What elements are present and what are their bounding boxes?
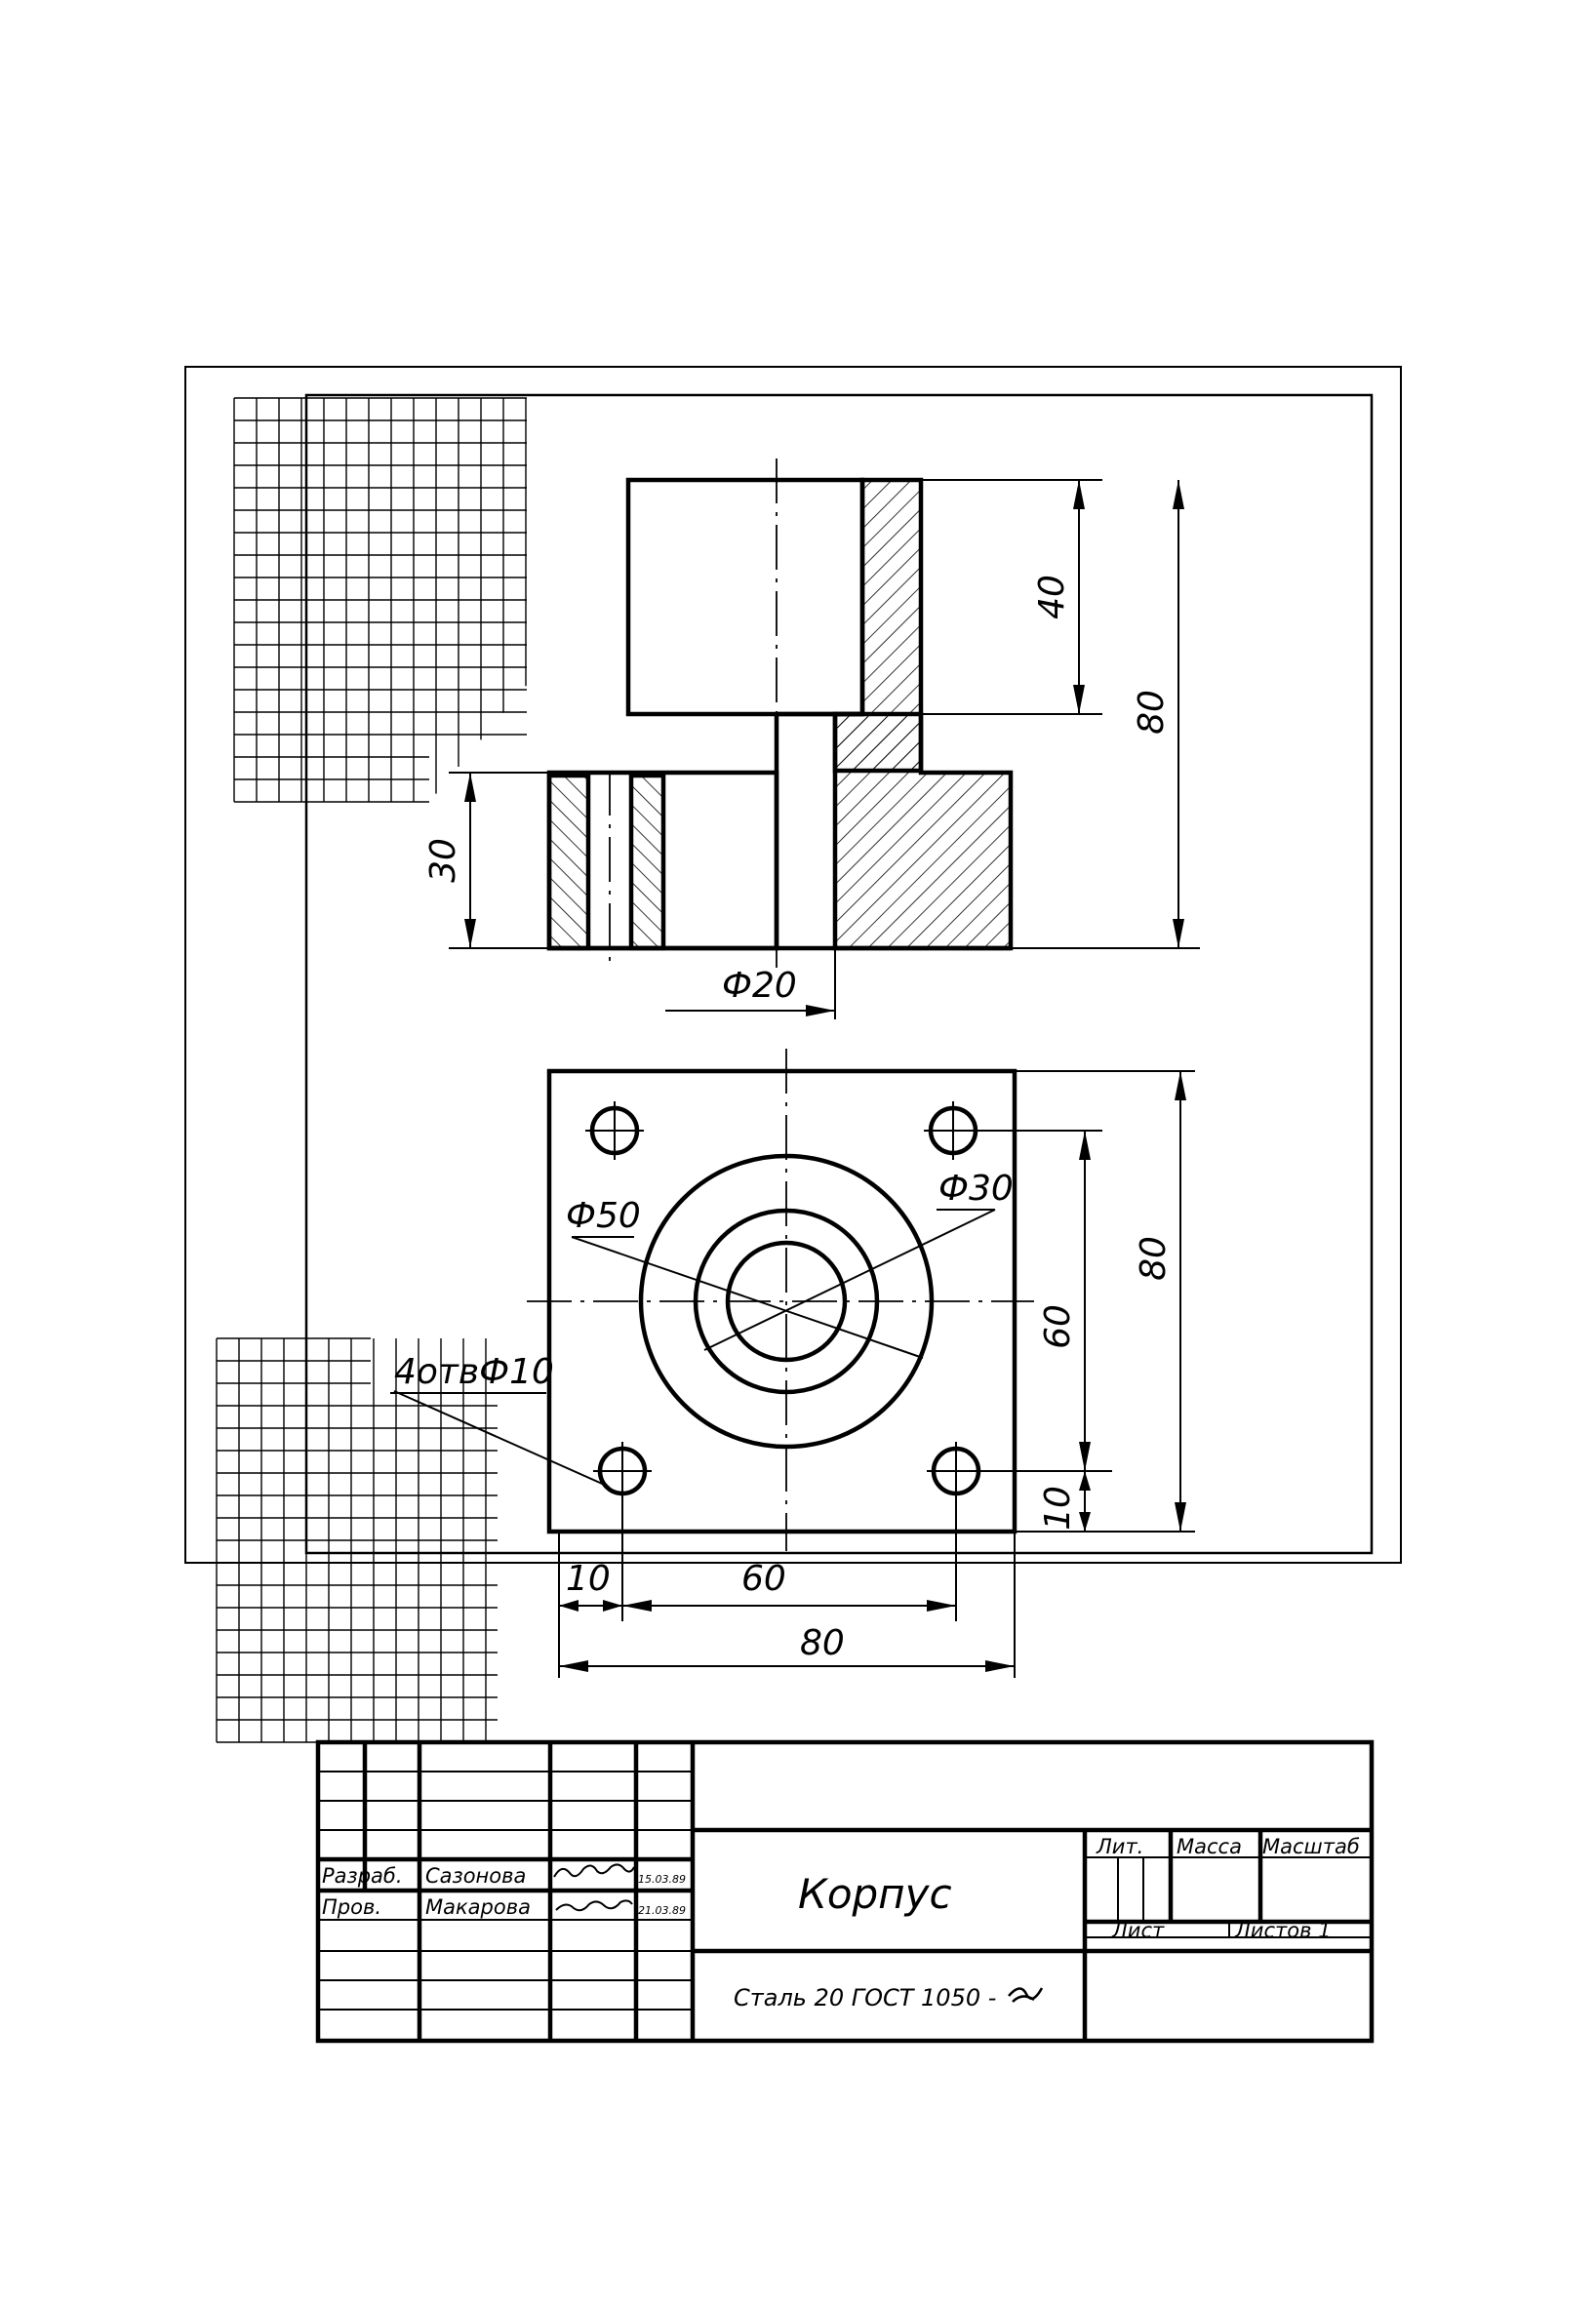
label-scale: Масштаб — [1262, 1835, 1360, 1858]
dim-label-80-vertical: 80 — [1134, 1236, 1174, 1281]
label-lit: Лит. — [1096, 1835, 1143, 1858]
dim-label-40: 40 — [1032, 575, 1072, 619]
dim-label-holes: 4отвФ10 — [394, 1352, 554, 1392]
dim-label-10-vertical: 10 — [1038, 1486, 1078, 1531]
date-developed: 15.03.89 — [638, 1873, 686, 1886]
label-sheets: Листов 1 — [1234, 1919, 1331, 1942]
label-mass: Масса — [1177, 1835, 1242, 1858]
dim-label-30: 30 — [423, 838, 463, 883]
tower-left-body — [625, 477, 865, 717]
signature-developer — [553, 1863, 635, 1878]
graph-grid-lower — [216, 1337, 498, 1743]
title-block: Разраб. Пров. Сазонова Макарова 15.03.89… — [315, 1739, 1375, 2044]
top-view: Ф50 Ф30 4отвФ10 60 80 10 10 — [390, 1049, 1195, 1678]
label-sheet: Лист — [1111, 1919, 1165, 1942]
label-developed: Разраб. — [322, 1864, 403, 1888]
dim-label-60-vertical: 60 — [1038, 1304, 1078, 1349]
dim-label-10-horizontal: 10 — [566, 1559, 611, 1599]
base-left-section-a — [546, 773, 591, 951]
dim-label-80-front: 80 — [1132, 690, 1172, 735]
part-material: Сталь 20 ГОСТ 1050 - — [734, 1984, 996, 2011]
checker-name: Макарова — [425, 1895, 531, 1919]
date-checked: 21.03.89 — [638, 1904, 686, 1917]
dim-label-60-horizontal: 60 — [741, 1559, 786, 1599]
part-title: Корпус — [798, 1870, 952, 1918]
sheet-outer-border — [184, 366, 1402, 1564]
label-checked: Пров. — [322, 1895, 381, 1919]
material-mark — [1008, 1987, 1044, 2003]
dim-label-d50: Ф50 — [566, 1196, 641, 1236]
front-view: 40 80 30 Ф20 — [423, 458, 1200, 1019]
base-right-section — [832, 711, 1014, 951]
dim-label-80-horizontal: 80 — [800, 1623, 845, 1663]
dim-label-d20: Ф20 — [722, 966, 797, 1006]
dim-label-d30: Ф30 — [938, 1169, 1014, 1209]
base-left-section-b — [628, 773, 666, 951]
signature-checker — [555, 1899, 633, 1912]
sheet-frame — [304, 393, 1374, 1555]
developer-name: Сазонова — [425, 1864, 526, 1888]
graph-grid-upper — [233, 397, 527, 803]
